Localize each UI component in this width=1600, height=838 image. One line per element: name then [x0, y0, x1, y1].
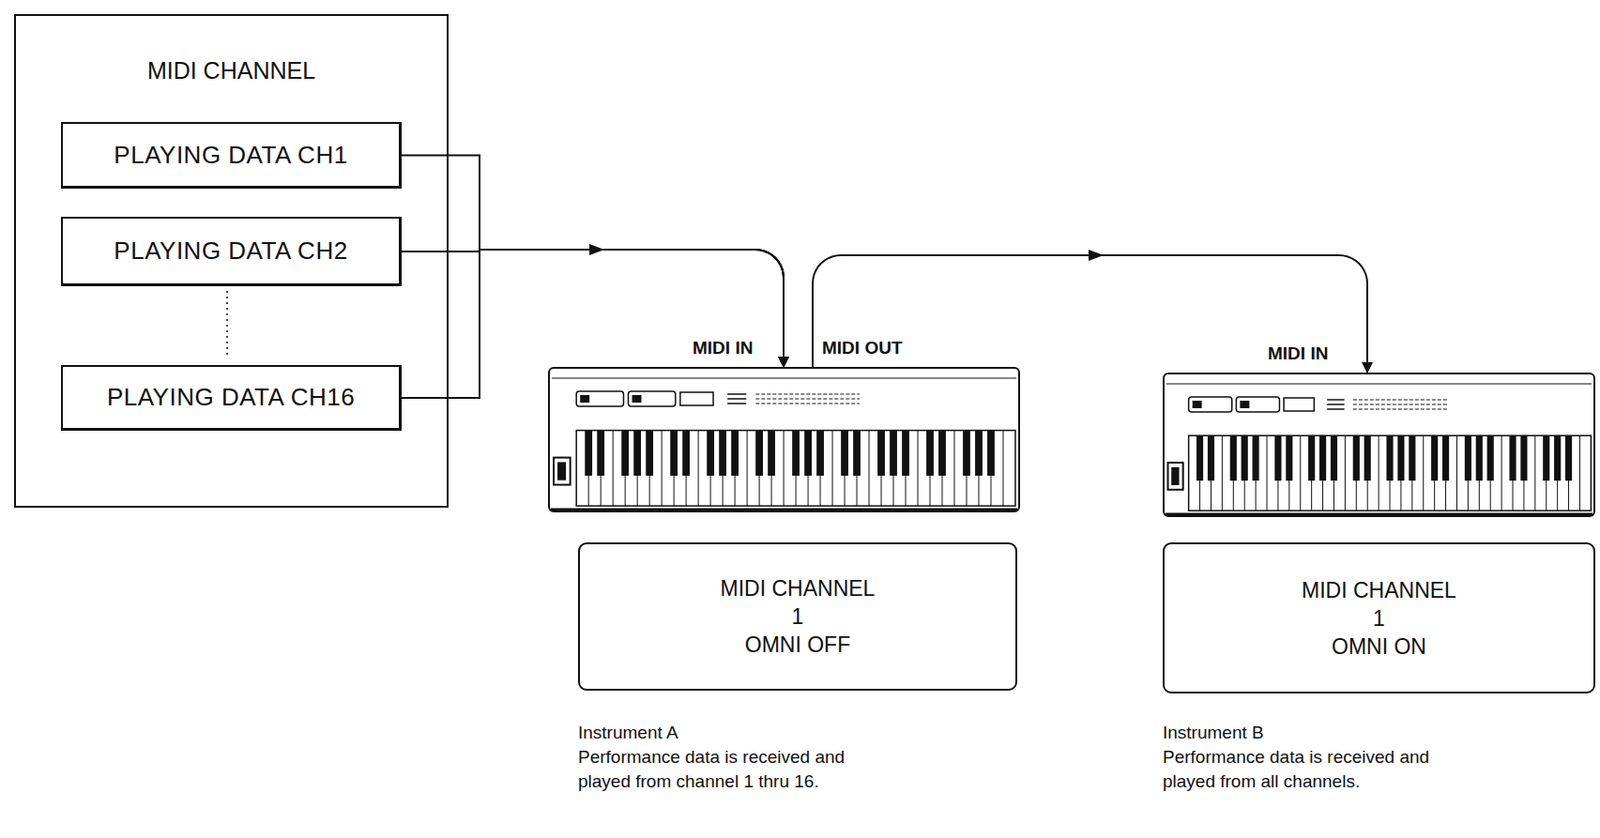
keyboard-body — [548, 367, 1020, 512]
box-text: 1 — [792, 602, 805, 631]
midi-cable — [401, 249, 784, 367]
box-text: 1 — [1372, 604, 1386, 633]
keyboard-illustration — [1162, 372, 1596, 523]
channel-box: PLAYING DATA CH2 — [60, 216, 402, 287]
box-text: PLAYING DATA CH1 — [113, 140, 348, 170]
keyboard-body — [1163, 373, 1595, 517]
channel-box: PLAYING DATA CH1 — [60, 121, 402, 189]
port-label: MIDI OUT — [822, 337, 903, 359]
box-text: OMNI OFF — [745, 630, 851, 659]
channel-box: PLAYING DATA CH16 — [60, 365, 402, 431]
port-label: MIDI IN — [692, 337, 753, 359]
ellipsis-line — [226, 290, 229, 357]
panel-heading: MIDI CHANNEL — [15, 57, 447, 85]
box-text: PLAYING DATA CH16 — [106, 382, 355, 412]
caption-note: Performance data is received and played … — [1162, 745, 1482, 794]
caption-note: Instrument B — [1162, 720, 1482, 746]
channel-panel: PLAYING DATA CH1PLAYING DATA CH2PLAYING … — [14, 14, 449, 508]
keyboard-illustration — [548, 366, 1021, 519]
setting-box: MIDI CHANNEL1OMNI OFF — [578, 542, 1018, 691]
keyboard-instrument: MIDI IN — [1162, 372, 1596, 523]
box-text: MIDI CHANNEL — [720, 574, 876, 603]
caption-note: Instrument A — [578, 720, 898, 746]
caption-note: Performance data is received and played … — [578, 745, 898, 794]
box-text: PLAYING DATA CH2 — [113, 236, 348, 266]
box-text: OMNI ON — [1331, 632, 1427, 661]
midi-cable — [812, 255, 1368, 373]
keyboard-instrument: MIDI INMIDI OUT — [548, 366, 1021, 519]
setting-box: MIDI CHANNEL1OMNI ON — [1162, 542, 1596, 694]
midi-cable — [401, 155, 784, 368]
port-label: MIDI IN — [1267, 343, 1328, 365]
box-text: MIDI CHANNEL — [1301, 576, 1457, 605]
